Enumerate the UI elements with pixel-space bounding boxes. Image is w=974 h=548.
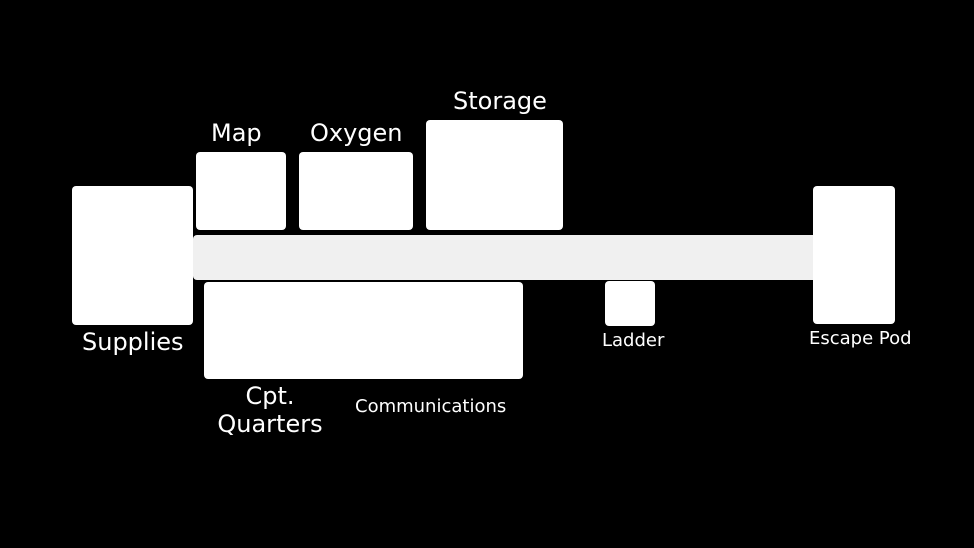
escape-pod-label: Escape Pod — [809, 328, 912, 349]
supplies-room — [72, 186, 193, 325]
ladder-room — [605, 281, 655, 326]
oxygen-label: Oxygen — [310, 119, 403, 147]
quarters-room — [204, 282, 523, 379]
quarters-label: Cpt. Quarters — [212, 382, 328, 438]
quarters-label-line1: Cpt. — [245, 382, 295, 410]
map-label: Map — [211, 119, 262, 147]
storage-label: Storage — [453, 87, 547, 115]
communications-label: Communications — [355, 396, 507, 417]
supplies-label: Supplies — [82, 328, 184, 356]
map-room — [196, 152, 286, 230]
oxygen-room — [299, 152, 413, 230]
storage-room — [426, 120, 563, 230]
escape-pod-room — [813, 186, 895, 324]
quarters-label-line2: Quarters — [217, 409, 323, 438]
ladder-label: Ladder — [602, 330, 665, 351]
main-corridor — [193, 235, 817, 280]
